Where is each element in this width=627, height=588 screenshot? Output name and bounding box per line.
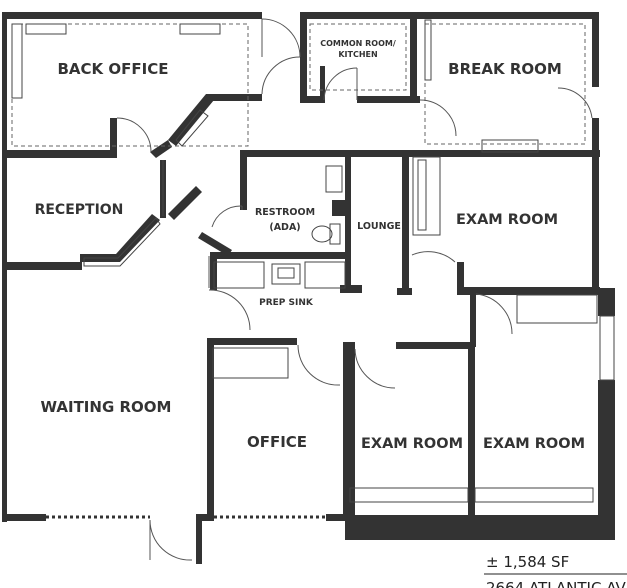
door-swings: [116, 18, 593, 561]
lounge-label: LOUNGE: [357, 221, 401, 232]
address-label: 2664 ATLANTIC AV: [486, 579, 627, 588]
toilet-icon: [311, 225, 333, 243]
fixtures: [271, 165, 343, 285]
fixture-lines: [11, 19, 615, 503]
sink-icon: [325, 165, 343, 193]
common-room-label-line2: KITCHEN: [338, 50, 377, 59]
common-room-label-line1: COMMON ROOM/: [320, 39, 396, 48]
back-office-label: BACK OFFICE: [58, 60, 169, 78]
footer: ± 1,584 SF 2664 ATLANTIC AV: [484, 553, 627, 588]
exam-room-upper-label: EXAM ROOM: [456, 212, 558, 228]
exam-room-lower-right-label: EXAM ROOM: [483, 436, 585, 452]
office-label: OFFICE: [247, 433, 307, 451]
exam-room-lower-middle-label: EXAM ROOM: [361, 436, 463, 452]
prep-sink-label: PREP SINK: [259, 298, 314, 308]
restroom-label-line1: RESTROOM: [255, 207, 315, 218]
waiting-room-label: WAITING ROOM: [41, 398, 172, 416]
area-label: ± 1,584 SF: [486, 553, 569, 571]
reception-label: RECEPTION: [35, 202, 124, 218]
break-room-label: BREAK ROOM: [448, 60, 562, 78]
room-labels: BACK OFFICE COMMON ROOM/ KITCHEN BREAK R…: [35, 39, 585, 452]
restroom-label-line2: (ADA): [269, 222, 300, 233]
prep-sink-icon: [271, 263, 301, 285]
windows: [46, 160, 326, 519]
walls: [2, 12, 615, 564]
